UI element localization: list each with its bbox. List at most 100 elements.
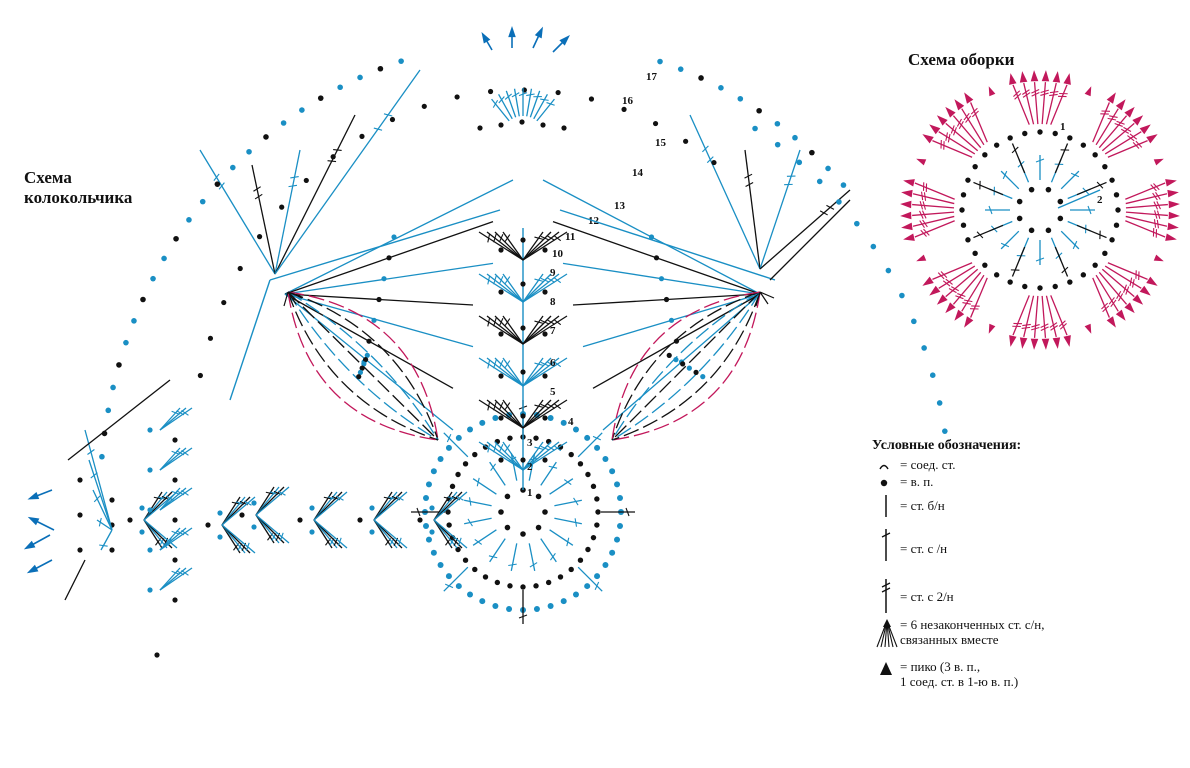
- chain-stitch: [677, 66, 684, 72]
- stitch-line: [522, 399, 544, 429]
- stitch-line: [921, 210, 927, 219]
- chain-stitch: [109, 497, 115, 503]
- ruffle-row-number-1: 1: [1060, 121, 1066, 133]
- ruffle-row-number-2: 2: [1097, 194, 1103, 206]
- stitch-line: [534, 278, 543, 282]
- stitch-line: [1098, 271, 1128, 305]
- stitch-line: [744, 173, 753, 179]
- stitch: [1125, 220, 1166, 238]
- stitch-line: [536, 98, 555, 122]
- stitch-line: [159, 527, 193, 551]
- picot: [954, 309, 965, 321]
- stitch-line: [534, 236, 543, 240]
- stitch: [1101, 268, 1135, 298]
- stitch-line: [1096, 181, 1104, 189]
- stitch-line: [522, 399, 568, 429]
- stitch: [1012, 295, 1030, 336]
- chain-stitch: [535, 493, 542, 500]
- stitch: [601, 507, 635, 517]
- stitch-line: [1150, 184, 1157, 192]
- bell-row-number-7: 7: [550, 325, 556, 337]
- chain-stitch: [584, 434, 591, 441]
- stitch: [912, 215, 955, 228]
- stitch-line: [181, 409, 189, 416]
- stitch-line: [961, 274, 985, 312]
- stitch-line: [922, 219, 928, 228]
- chain-stitch: [221, 299, 227, 306]
- picot: [1124, 302, 1135, 314]
- chain-stitch: [364, 352, 370, 358]
- stitch-line: [947, 133, 951, 143]
- stitch: [1125, 210, 1168, 219]
- stitch-line: [486, 357, 524, 387]
- stitch-line: [1014, 93, 1022, 100]
- chain-stitch: [673, 357, 679, 363]
- stitch: [313, 519, 348, 549]
- stitch-line: [932, 140, 973, 158]
- chain-stitch: [520, 369, 526, 375]
- legend-text: = в. п.: [900, 474, 934, 489]
- picot: [1146, 276, 1158, 286]
- chain-stitch: [663, 296, 670, 303]
- stitch-line: [1000, 242, 1010, 248]
- stitch-line: [1011, 146, 1019, 154]
- chain-stitch: [77, 477, 83, 483]
- stitch-line: [961, 108, 985, 146]
- stitch-line: [689, 114, 761, 270]
- stitch-line: [1131, 279, 1135, 288]
- picot: [1009, 335, 1017, 347]
- chain-stitch: [560, 419, 567, 426]
- stitch-line: [594, 581, 600, 591]
- stitch-line: [1076, 181, 1107, 196]
- stitch: [511, 88, 520, 117]
- stitch: [1050, 295, 1068, 336]
- stitch-line: [1123, 284, 1127, 293]
- picot: [1106, 316, 1116, 328]
- stitch-line: [1102, 305, 1110, 313]
- chain-stitch: [381, 276, 387, 282]
- stitch: [274, 114, 356, 275]
- stitch-line: [67, 379, 171, 461]
- arrow-head: [26, 564, 39, 574]
- stitch-line: [487, 317, 491, 327]
- stitch-line: [1040, 89, 1049, 94]
- chain-stitch: [1016, 198, 1023, 205]
- stitch-line: [1076, 224, 1107, 239]
- stitch-line: [498, 318, 504, 327]
- chain-stitch: [299, 107, 305, 113]
- stitch-line: [534, 446, 543, 450]
- stitch-line: [279, 532, 284, 542]
- chain-stitch: [330, 154, 336, 160]
- chain-stitch: [356, 374, 362, 380]
- stitch-line: [504, 93, 513, 100]
- chain-stitch: [698, 75, 704, 81]
- bell-row-number-16: 16: [622, 95, 634, 107]
- stitch: [969, 277, 988, 318]
- stitch: [522, 315, 568, 345]
- stitch: [373, 491, 408, 521]
- stitch-line: [87, 449, 95, 455]
- stitch: [502, 273, 524, 303]
- stitch-line: [269, 209, 501, 281]
- chain-stitch: [542, 457, 548, 463]
- bell-chart: 1234567891011121314151617: [23, 26, 948, 658]
- stitch: [1045, 295, 1058, 338]
- stitch-line: [534, 362, 543, 366]
- stitch-line: [1031, 91, 1040, 97]
- stitch-line: [546, 102, 555, 106]
- chain-stitch: [657, 58, 663, 65]
- picot: [1063, 335, 1071, 347]
- stitch-line: [923, 228, 930, 236]
- stitch-line: [99, 544, 108, 547]
- legend-text: = соед. ст.: [900, 457, 956, 472]
- stitch-line: [1033, 82, 1039, 125]
- stitch: [464, 517, 492, 527]
- stitch: [433, 519, 468, 549]
- stitch: [912, 191, 955, 205]
- stitch-line: [221, 524, 256, 554]
- stitch: [255, 514, 290, 544]
- stitch: [502, 315, 524, 345]
- picot: [1153, 254, 1164, 262]
- chain-stitch: [462, 461, 469, 467]
